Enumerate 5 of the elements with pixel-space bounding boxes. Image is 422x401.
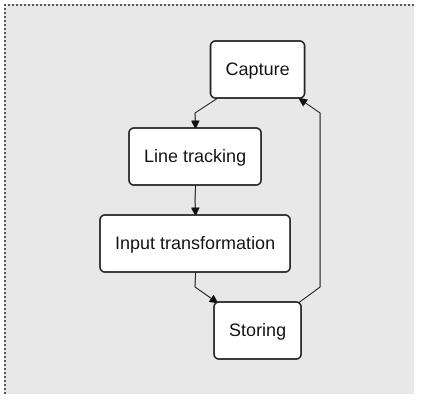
arrow bbox=[190, 185, 200, 216]
panel-background: Capture Line tracking Input transformation Storing bbox=[4, 4, 414, 394]
arrow bbox=[190, 98, 218, 129]
arrow bbox=[298, 98, 321, 304]
arrow bbox=[194, 272, 218, 304]
